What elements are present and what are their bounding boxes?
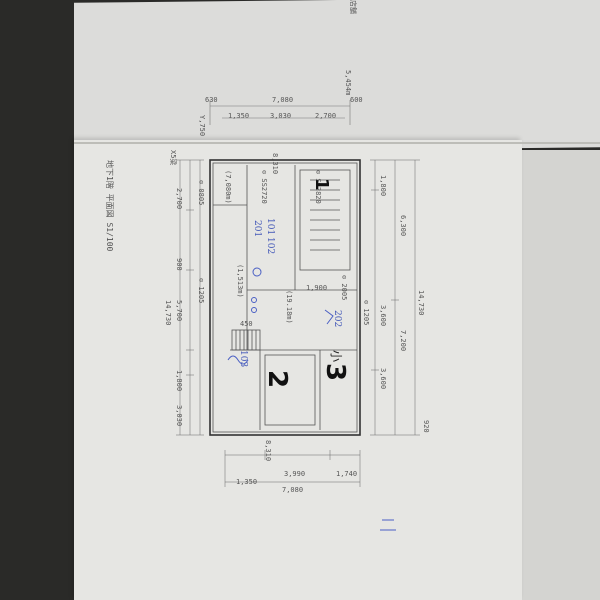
top-sub-dim-3: 2,700 [315,112,337,120]
handwritten-103: 103 [238,350,248,368]
handwritten-201: 201 [252,220,262,238]
page-edge [74,142,600,144]
bottom-total: 7,080 [282,486,304,494]
bottom-dim-2: 3,990 [284,470,306,478]
left-dim-4: 1,800 [175,370,183,392]
left-dim-2: 900 [175,258,183,271]
room-number-2: 2 [262,370,292,389]
handwritten-102: 102 [265,237,275,255]
label-r2: (19.18m) [285,290,293,324]
right-dim-2: 6,300 [399,215,407,237]
left-dim-1: 2,700 [175,188,183,210]
left-dim-3: 5,700 [175,300,183,322]
top-sub-dim-1: 1,350 [228,112,250,120]
plan-top-wall: 8,310 [271,153,279,175]
left-total: 14,730 [164,300,172,326]
right-dim-5: 3,600 [379,368,387,390]
right-dim-6: 920 [422,420,430,433]
room-number-3: 3 [320,363,350,382]
room-number-1: 1 [311,178,332,191]
handwritten-202: 202 [332,310,342,328]
label-r4: 1,900 [306,284,328,292]
label-w1: ⊙ 0805 [197,180,205,206]
top-dim-3: 600 [350,96,363,104]
label-w3: ⊙ 1205 [362,300,370,326]
right-dim-1: 1,800 [379,175,387,197]
right-dim-4: 7,200 [399,330,407,352]
label-w2: ⊙ 1205 [197,278,205,304]
label-r1: (7,080m) [224,170,232,204]
label-r5: 450 [240,320,253,328]
right-sheet [520,150,600,600]
label-w4: ⊙ 2005 [340,275,348,301]
label-b1: ⊙ SS2720 [260,170,268,204]
right-dim-3: 3,600 [379,305,387,327]
handwritten-101: 101 [265,218,275,236]
bottom-dim-1: 1,350 [236,478,258,486]
label-r3: (1,513m) [236,264,244,298]
top-dim-1: 630 [205,96,218,104]
handwritten-small-mark: 小 [329,350,343,363]
bottom-dim-3: 1,740 [336,470,358,478]
left-dim-5: 3,030 [175,405,183,427]
plan-bottom-wall: 8,310 [264,440,272,462]
front-sheet [74,140,522,600]
top-sub-dim-2: 3,030 [270,112,292,120]
plan-title: 地下1階 平面図 S1/100 [105,160,114,252]
plan-scale-label: X5梁 [169,150,177,166]
top-dim-2: 7,080 [272,96,294,104]
right-total: 14,730 [417,290,425,316]
